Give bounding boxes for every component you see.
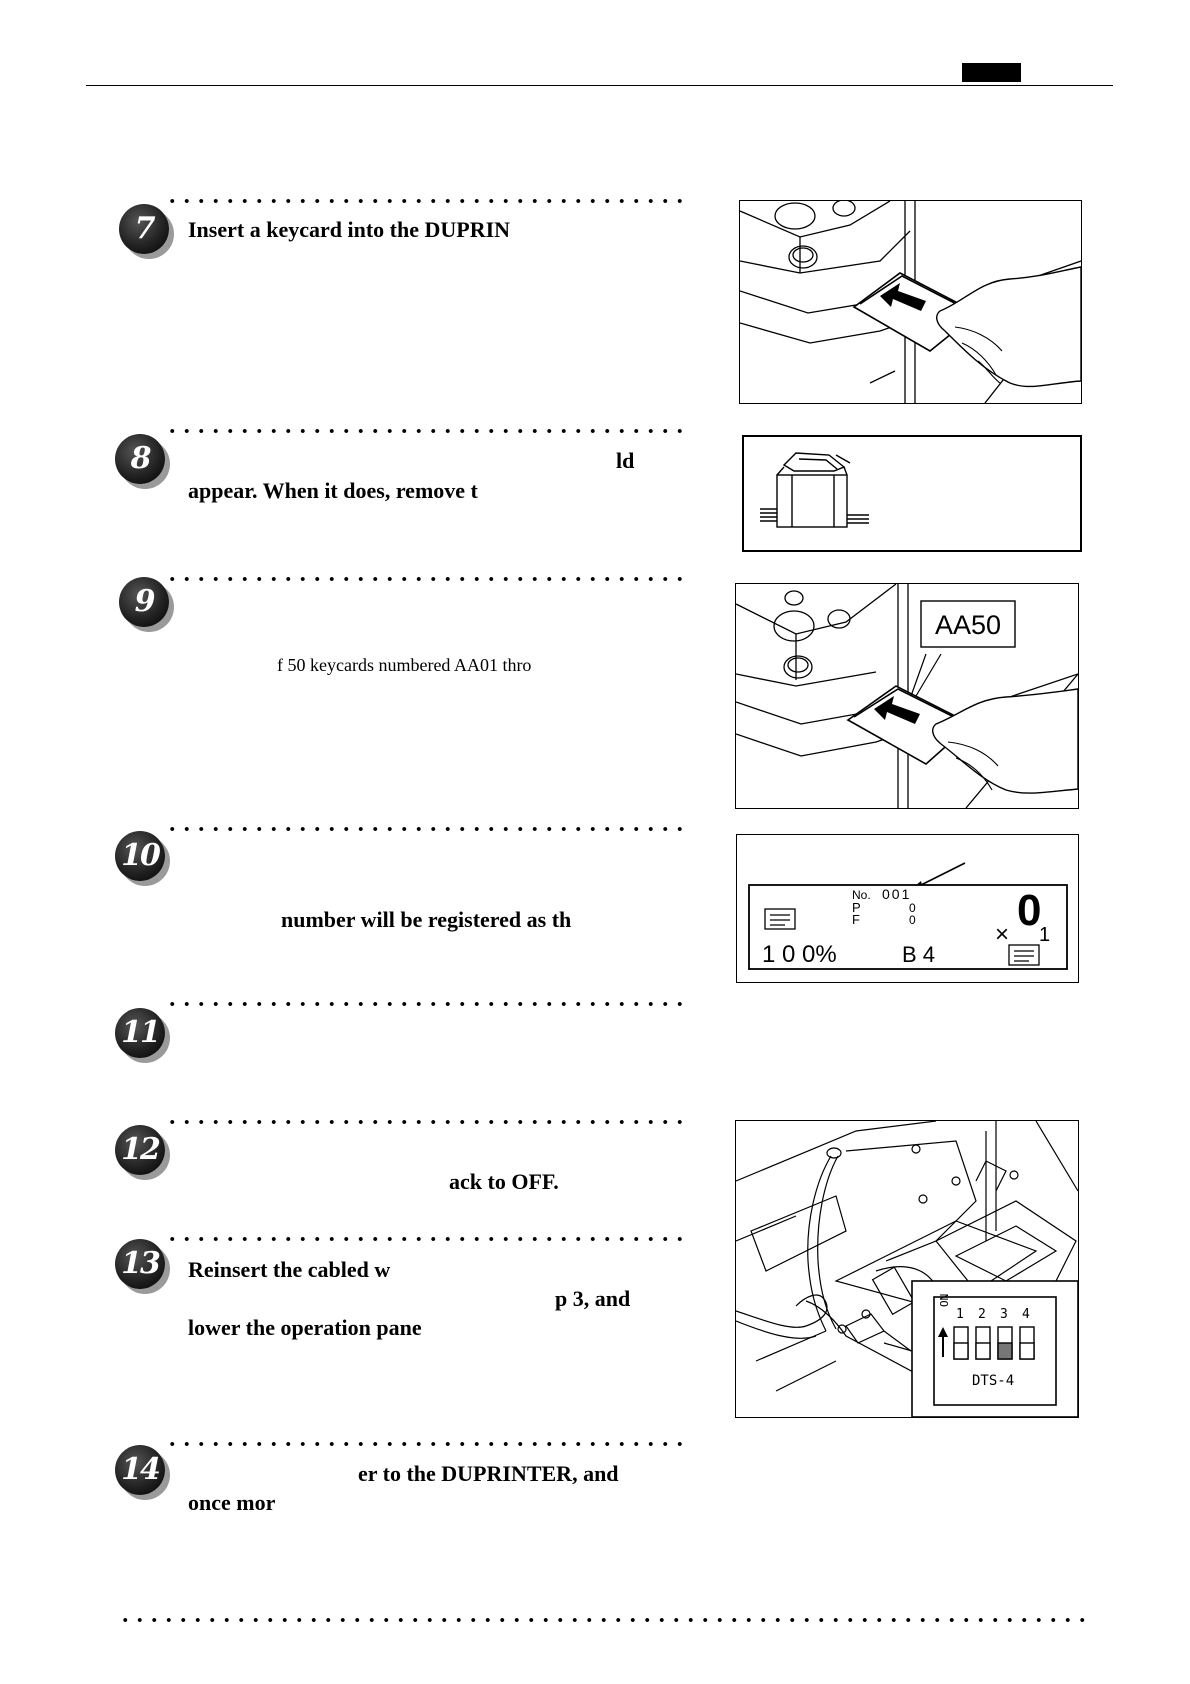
up-arrow-icon bbox=[938, 1327, 948, 1357]
dip-model-label: DTS-4 bbox=[972, 1373, 1014, 1389]
keycard-number-label: AA50 bbox=[935, 610, 1001, 640]
step-number-badge: 14 bbox=[115, 1445, 165, 1495]
step-text: appear. When it does, remove t bbox=[188, 478, 478, 503]
step-divider bbox=[165, 428, 687, 434]
dip-position-2: 2 bbox=[978, 1307, 986, 1322]
display-no-label: No. bbox=[852, 888, 871, 902]
step-number-badge: 9 bbox=[119, 577, 169, 627]
display-multiplier: × bbox=[995, 921, 1009, 948]
display-big-count: 0 bbox=[1017, 886, 1041, 935]
dip-position-4: 4 bbox=[1022, 1307, 1030, 1322]
figure-display-panel: No. 001 P 0 F 0 0 × 1 1 0 0% B 4 bbox=[736, 834, 1079, 983]
step-divider bbox=[165, 1441, 687, 1447]
display-f-label: F bbox=[852, 912, 860, 927]
dip-position-1: 1 bbox=[956, 1307, 964, 1322]
figure-card-icon bbox=[742, 435, 1082, 552]
step-text: once mor bbox=[188, 1490, 276, 1515]
step-number-badge: 12 bbox=[115, 1125, 165, 1175]
step-text: f 50 keycards numbered AA01 thro bbox=[277, 655, 532, 675]
dip-on-label: ON bbox=[938, 1294, 951, 1307]
step-number-badge: 7 bbox=[119, 204, 169, 254]
step-divider bbox=[165, 1236, 687, 1242]
header-rule bbox=[86, 85, 1113, 86]
step-divider bbox=[165, 1119, 687, 1125]
display-multiplier-value: 1 bbox=[1039, 924, 1050, 946]
display-zoom: 1 0 0% bbox=[762, 941, 837, 968]
step-divider bbox=[165, 576, 687, 582]
step-number-badge: 8 bbox=[115, 434, 165, 484]
step-text: lower the operation pane bbox=[188, 1315, 422, 1340]
display-paper-size: B 4 bbox=[902, 942, 935, 967]
step-number-badge: 11 bbox=[115, 1008, 165, 1058]
step-text: Insert a keycard into the DUPRIN bbox=[188, 217, 511, 242]
display-p-label: P bbox=[852, 900, 861, 915]
step-text: er to the DUPRINTER, and bbox=[358, 1461, 619, 1486]
page-bottom-divider bbox=[118, 1617, 1085, 1623]
step-divider bbox=[165, 1001, 687, 1007]
header-tab bbox=[962, 63, 1021, 82]
display-p-value: 0 bbox=[909, 901, 916, 915]
step-text: ld bbox=[616, 448, 635, 473]
figure-dip-switch: ON 1 2 3 4 DTS-4 bbox=[735, 1120, 1079, 1418]
display-no-value: 001 bbox=[882, 886, 911, 902]
step-number-badge: 13 bbox=[115, 1239, 165, 1289]
step-number-badge: 10 bbox=[115, 831, 165, 881]
figure-insert-keycard bbox=[739, 200, 1082, 404]
document-icon bbox=[764, 908, 796, 930]
document-icon bbox=[1008, 944, 1040, 966]
step-text: p 3, and bbox=[555, 1286, 631, 1311]
step-divider bbox=[165, 826, 687, 832]
step-text: number will be registered as th bbox=[281, 907, 572, 932]
step-divider bbox=[165, 198, 687, 204]
display-f-value: 0 bbox=[909, 913, 916, 927]
dip-position-3: 3 bbox=[1000, 1307, 1008, 1322]
figure-insert-keycard-aa50: AA50 bbox=[735, 583, 1079, 809]
step-text: ack to OFF. bbox=[449, 1169, 559, 1194]
step-text: Reinsert the cabled w bbox=[188, 1257, 391, 1282]
